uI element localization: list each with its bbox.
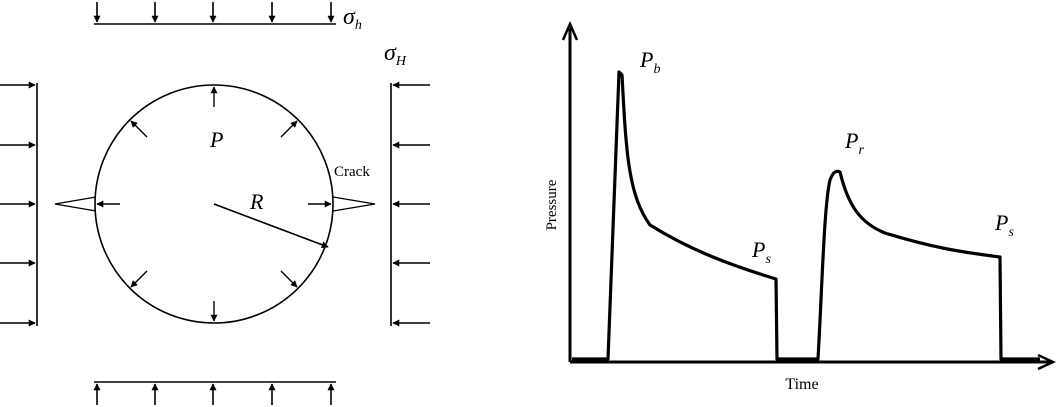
y-axis-arrowhead	[561, 20, 579, 41]
peak-label-breakdown: Pb	[639, 47, 660, 77]
crack-label: Crack	[334, 164, 370, 180]
pressure-curve	[572, 70, 1040, 361]
right-load-arrows	[390, 81, 430, 327]
pressure-chart	[561, 20, 1056, 371]
pressure-symbol-label: P	[209, 127, 223, 152]
peak-label-reopening: Pr	[844, 128, 864, 158]
bottom-load-arrows	[93, 381, 336, 405]
radius-line	[213, 203, 329, 249]
crack-left	[54, 196, 97, 212]
y-axis-label: Pressure	[544, 179, 560, 230]
sigma-h-label: σh	[343, 4, 362, 33]
peak-label-shutin-1: Ps	[751, 237, 771, 267]
sigma-H-label: σH	[384, 40, 407, 69]
borehole-circle	[94, 84, 334, 324]
stress-diagram	[0, 2, 430, 405]
top-load-arrows	[93, 2, 336, 25]
left-load-arrows	[0, 81, 38, 327]
x-axis-label: Time	[785, 376, 818, 393]
radius-symbol-label: R	[249, 189, 264, 214]
x-axis-arrowhead	[1037, 353, 1056, 371]
crack-right	[332, 196, 376, 212]
internal-pressure-arrows	[96, 86, 332, 322]
peak-label-shutin-2: Ps	[994, 210, 1014, 240]
